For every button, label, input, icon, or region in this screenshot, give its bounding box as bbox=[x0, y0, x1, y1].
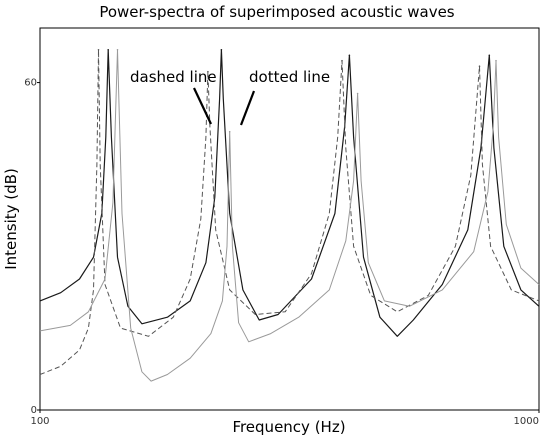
series-1-peak-2 bbox=[220, 49, 223, 51]
annotation-dotted-line-pointer bbox=[239, 90, 256, 126]
series-1-peak-4 bbox=[488, 54, 491, 57]
series-layer bbox=[39, 49, 540, 382]
series-2-peak-1 bbox=[97, 49, 100, 51]
x-tick-label: 1000 bbox=[514, 416, 539, 427]
series-3-peak-1 bbox=[116, 49, 119, 51]
series-line-3 bbox=[39, 49, 540, 382]
y-axis-label: Intensity (dB) bbox=[2, 168, 20, 270]
series-3-peak-2 bbox=[228, 130, 231, 133]
series-1-peak-1 bbox=[107, 49, 109, 51]
annotation-dotted-line: dotted line bbox=[249, 68, 330, 86]
x-tick-label: 100 bbox=[30, 416, 49, 427]
y-tick-label: 60 bbox=[24, 78, 37, 89]
plot-frame bbox=[39, 27, 540, 411]
series-line-2 bbox=[39, 49, 540, 375]
series-3-peak-3 bbox=[356, 92, 359, 95]
x-axis-label: Frequency (Hz) bbox=[232, 418, 345, 436]
series-3-peak-4 bbox=[495, 59, 497, 62]
annotation-dashed-line: dashed line bbox=[130, 68, 217, 86]
series-line-1 bbox=[39, 49, 540, 337]
series-2-peak-4 bbox=[478, 65, 481, 67]
tick-layer: 0 60 100 1000 bbox=[24, 78, 540, 427]
annotation-dashed-line-pointer bbox=[193, 87, 212, 125]
y-tick-label: 0 bbox=[31, 405, 37, 416]
series-2-peak-2 bbox=[207, 70, 209, 73]
series-2-peak-3 bbox=[341, 59, 343, 62]
series-1-peak-3 bbox=[348, 54, 351, 57]
chart-title: Power-spectra of superimposed acoustic w… bbox=[99, 3, 454, 21]
